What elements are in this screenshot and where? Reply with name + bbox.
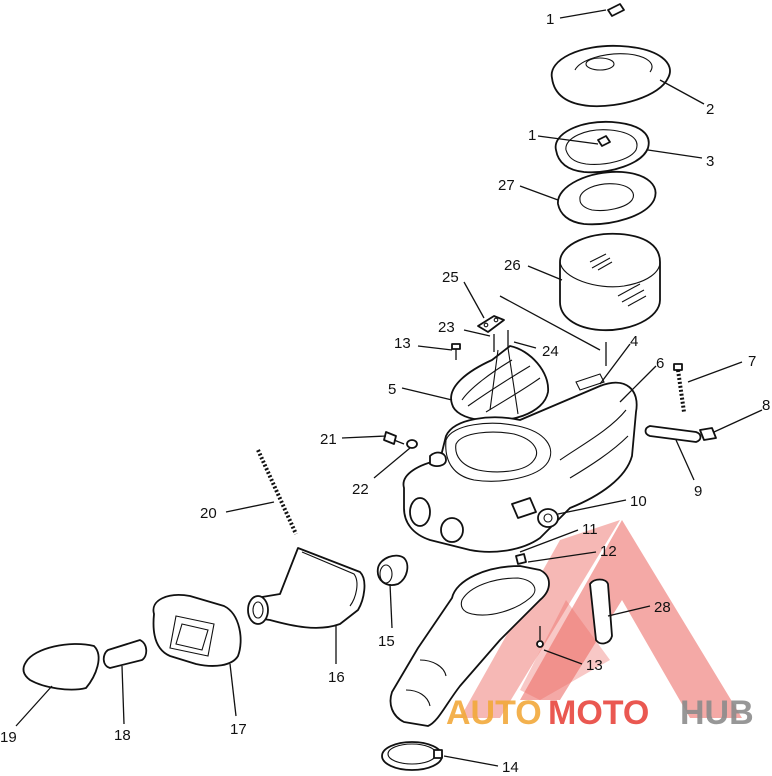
part-25-plate	[477, 315, 505, 333]
watermark-logo	[460, 520, 742, 718]
label-part-26: 26	[504, 257, 521, 274]
label-part-19: 19	[0, 729, 17, 746]
part-9-hose	[644, 425, 702, 443]
label-part-16: 16	[328, 669, 345, 686]
part-28-tube	[589, 578, 613, 645]
part-5-filter-cage	[450, 345, 605, 422]
label-part-14: 14	[502, 759, 519, 776]
label-part-22: 22	[352, 481, 369, 498]
part-6-air-box	[402, 381, 638, 553]
part-3-seal	[554, 121, 650, 174]
label-part-1-top: 1	[546, 11, 554, 28]
part-13-screw-upper	[451, 343, 461, 360]
label-part-10: 10	[630, 493, 647, 510]
part-7-bolt	[673, 363, 686, 413]
part-2-cover	[550, 45, 671, 108]
part-27-filter-cap	[557, 171, 657, 226]
part-18-sleeve	[102, 639, 148, 669]
label-part-28: 28	[654, 599, 671, 616]
part-10-grommet	[537, 508, 559, 528]
watermark-moto: MOTO	[548, 694, 649, 732]
part-1-clip-top	[607, 3, 625, 17]
label-part-3: 3	[706, 153, 714, 170]
part-16-intake-boot	[247, 547, 366, 629]
part-26-air-filter	[559, 232, 661, 332]
label-part-8: 8	[762, 397, 770, 414]
part-17-filter-frame	[152, 594, 242, 667]
label-part-7: 7	[748, 353, 756, 370]
part-14-clamp	[381, 741, 443, 771]
label-part-15: 15	[378, 633, 395, 650]
label-part-21: 21	[320, 431, 337, 448]
label-part-13-upper: 13	[394, 335, 411, 352]
label-part-6: 6	[656, 355, 664, 372]
label-part-25: 25	[442, 269, 459, 286]
part-labels: 1 2 1 3 27 26 25 23 24 13 5 4 6 7 8 9 10…	[0, 11, 770, 776]
watermark-auto: AUTO	[446, 694, 542, 732]
label-part-13-lower: 13	[586, 657, 603, 674]
label-part-27: 27	[498, 177, 515, 194]
part-19-cap	[22, 643, 100, 691]
label-part-4: 4	[630, 333, 638, 350]
label-part-9: 9	[694, 483, 702, 500]
label-part-24: 24	[542, 343, 559, 360]
label-part-1-second: 1	[528, 127, 536, 144]
watermark-hub: HUB	[680, 694, 754, 732]
label-part-23: 23	[438, 319, 455, 336]
label-part-20: 20	[200, 505, 217, 522]
watermark-text: AUTO MOTO HUB	[446, 694, 754, 732]
part-21-screw	[383, 431, 405, 445]
label-part-12: 12	[600, 543, 617, 560]
part-23-24-studs	[493, 295, 607, 366]
label-part-11: 11	[582, 521, 598, 538]
part-8-clamp	[699, 427, 717, 441]
label-part-18: 18	[114, 727, 131, 744]
part-22-washer	[406, 439, 418, 449]
label-part-2: 2	[706, 101, 714, 118]
leader-lines	[15, 9, 763, 767]
label-part-17: 17	[230, 721, 247, 738]
label-part-5: 5	[388, 381, 396, 398]
part-11-12-lower-duct	[389, 553, 550, 727]
part-20-rod	[256, 449, 298, 535]
part-15-connector	[376, 554, 409, 586]
